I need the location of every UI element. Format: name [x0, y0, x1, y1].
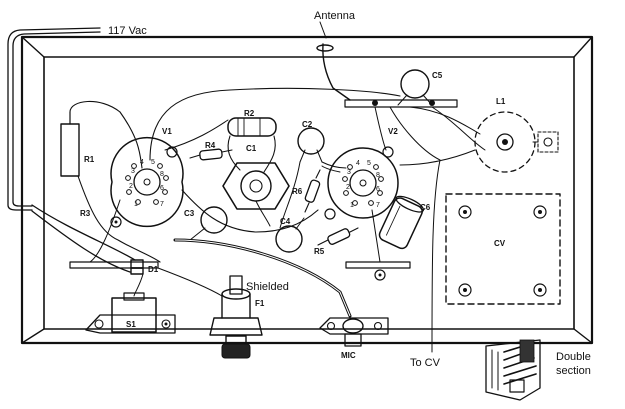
label-117vac: 117 Vac [108, 25, 147, 37]
label-section: section [556, 365, 591, 377]
label-r5: R5 [314, 247, 325, 256]
coil-l1 [474, 111, 559, 173]
capacitor-c6 [378, 195, 425, 250]
panel-lug [164, 322, 168, 326]
label-r2: R2 [244, 109, 255, 118]
v1-pin-4: 4 [140, 159, 144, 166]
label-shielded: Shielded [246, 281, 289, 293]
v1-pin-2: 2 [129, 183, 133, 190]
double-section-inset [485, 339, 541, 401]
resistor-r1 [60, 100, 121, 177]
label-c1: C1 [246, 144, 257, 153]
tag-strip-lower [345, 261, 411, 281]
wiring [77, 87, 486, 297]
label-c5: C5 [432, 71, 443, 80]
chassis [20, 35, 594, 345]
label-double: Double [556, 351, 591, 363]
tag-strip-upper [344, 99, 458, 108]
label-c3: C3 [184, 209, 195, 218]
v1-pin-1: 1 [134, 201, 138, 208]
capacitor-c4 [275, 217, 305, 253]
label-c6: C6 [420, 203, 431, 212]
label-d1: D1 [148, 265, 159, 274]
v2-pin-5: 5 [367, 160, 371, 167]
v2-pin-2: 2 [346, 184, 350, 191]
v2-pin-6: 6 [376, 186, 380, 193]
shielded-wire [173, 238, 352, 318]
label-c2: C2 [302, 120, 313, 129]
label-v1: V1 [162, 127, 172, 136]
label-r6: R6 [292, 187, 303, 196]
label-mic: MIC [341, 351, 356, 360]
mic-jack [319, 317, 389, 347]
variable-capacitor-cv [445, 193, 561, 305]
v1-pin-6: 6 [160, 185, 164, 192]
label-r4: R4 [205, 141, 216, 150]
v1-pin-5: 5 [151, 159, 155, 166]
label-r1: R1 [84, 155, 95, 164]
antenna-wire [316, 21, 351, 101]
v2-pin-3: 3 [347, 169, 351, 176]
v2-pin-8: 8 [376, 172, 380, 179]
v2-pin-1: 1 [350, 202, 354, 209]
labels: 117 Vac Antenna Shielded MIC To CV Doubl… [80, 10, 591, 377]
resistor-r4 [189, 148, 233, 161]
capacitor-c3 [189, 206, 228, 241]
v1-pin-7: 7 [160, 201, 164, 208]
label-s1: S1 [126, 320, 136, 329]
v1-pin-8: 8 [160, 171, 164, 178]
diode-d1 [69, 259, 159, 275]
tube-socket-v2 [324, 146, 399, 220]
label-antenna: Antenna [314, 10, 356, 22]
resistor-r2 [227, 117, 277, 173]
label-c4: C4 [280, 217, 291, 226]
resistor-r6 [304, 169, 321, 213]
tube-socket-v1 [110, 136, 184, 228]
v2-pin-4: 4 [356, 160, 360, 167]
fuse-holder-f1 [209, 275, 263, 359]
switch-s1 [85, 292, 176, 334]
label-to-cv: To CV [410, 357, 441, 369]
mains-cord [7, 27, 136, 273]
label-v2: V2 [388, 127, 398, 136]
label-l1: L1 [496, 97, 506, 106]
resistor-r5 [317, 227, 359, 246]
label-cv: CV [494, 239, 506, 248]
v2-pin-7: 7 [376, 202, 380, 209]
capacitor-c2 [297, 127, 325, 163]
v1-pin-3: 3 [131, 168, 135, 175]
label-f1: F1 [255, 299, 265, 308]
label-r3: R3 [80, 209, 91, 218]
wire-to-cv [431, 159, 441, 353]
